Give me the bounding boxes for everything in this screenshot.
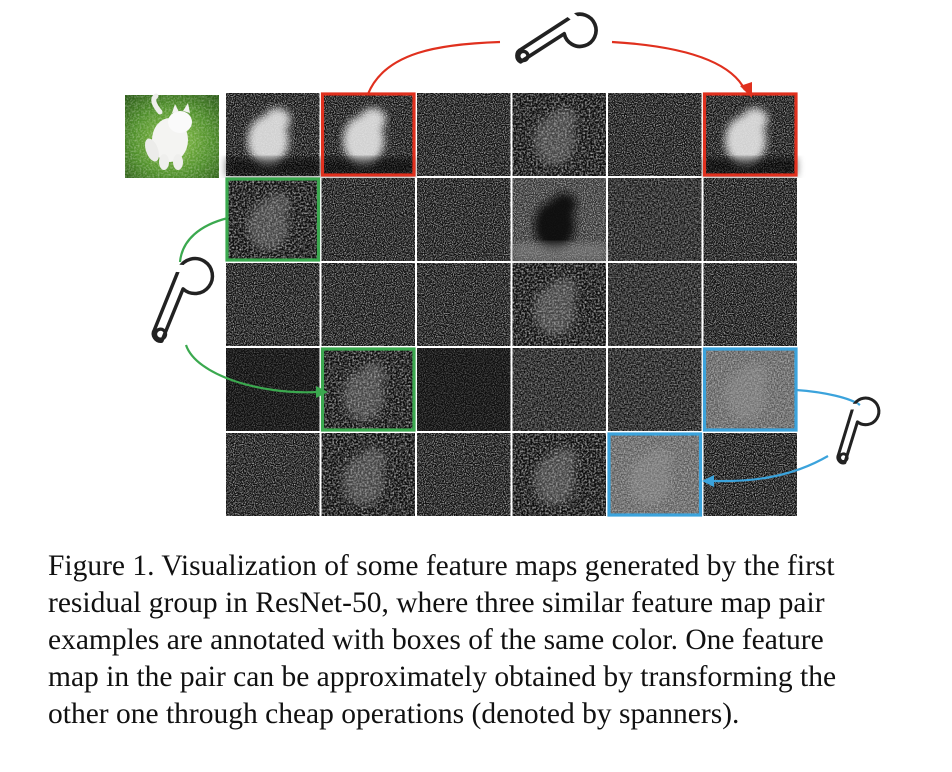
red-arrow-tail	[611, 40, 746, 91]
caption-line: examples are annotated with boxes of the…	[48, 624, 824, 656]
feature-map-cell	[512, 178, 606, 261]
feature-map-cell	[226, 178, 320, 261]
spanner-icon	[151, 256, 215, 343]
green-arrow-tail	[184, 344, 319, 394]
feature-map-grid	[226, 93, 797, 516]
blue-pair-box	[607, 432, 703, 517]
blue-arrow	[795, 388, 861, 406]
caption-line: Figure 1. Visualization of some feature …	[48, 550, 835, 582]
feature-map-cell	[608, 348, 702, 431]
green-pair-box	[320, 347, 416, 432]
caption-line: map in the pair can be approximately obt…	[48, 661, 837, 693]
blue-arrow-tail	[711, 455, 829, 483]
feature-map-figure	[125, 8, 881, 517]
red-pair-box	[702, 92, 798, 177]
feature-map-cell	[512, 93, 606, 176]
feature-map-cell	[321, 93, 415, 176]
feature-map-cell	[226, 263, 320, 346]
blue-pair-box	[702, 347, 798, 432]
caption-line: other one through cheap operations (deno…	[48, 698, 740, 730]
feature-map-cell	[417, 348, 511, 431]
feature-map-cell	[417, 433, 511, 516]
feature-map-cell	[703, 178, 797, 261]
caption-line: residual group in ResNet-50, where three…	[48, 587, 825, 619]
blue-arrowhead	[702, 475, 714, 487]
spanner-icon	[515, 8, 598, 64]
green-pair-box	[225, 177, 321, 262]
feature-map-cell	[226, 433, 320, 516]
feature-map-cell	[321, 433, 415, 516]
feature-map-cell	[321, 178, 415, 261]
pair-highlight-boxes	[225, 92, 798, 517]
red-arrow	[366, 40, 501, 95]
feature-map-cell	[608, 263, 702, 346]
green-arrow	[178, 216, 229, 263]
input-cat-photo	[125, 93, 219, 178]
feature-map-cell	[608, 178, 702, 261]
feature-map-cell	[226, 93, 320, 176]
feature-map-cell	[321, 348, 415, 431]
feature-map-cell	[608, 433, 702, 516]
feature-map-cell	[417, 263, 511, 346]
feature-map-cell	[512, 433, 606, 516]
feature-map-cell	[703, 263, 797, 346]
spanner-icon	[836, 396, 881, 465]
feature-map-cell	[321, 263, 415, 346]
feature-map-cell	[608, 93, 702, 176]
feature-map-cell	[703, 348, 797, 431]
red-pair-box	[320, 92, 416, 177]
feature-map-cell	[417, 93, 511, 176]
feature-map-cell	[417, 178, 511, 261]
feature-map-cell	[512, 348, 606, 431]
feature-map-cell	[703, 93, 797, 176]
feature-map-cell	[512, 263, 606, 346]
figure-caption: Figure 1. Visualization of some feature …	[48, 548, 928, 733]
